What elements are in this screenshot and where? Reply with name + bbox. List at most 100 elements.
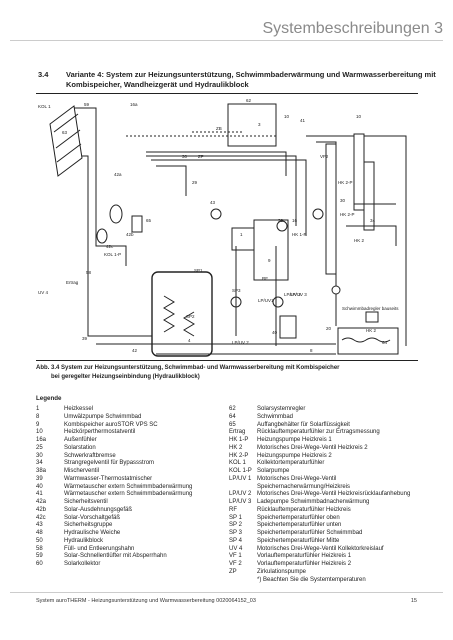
label-lpuv2: LP/UV 2	[284, 292, 301, 297]
legend-key: LP/UV 1	[229, 475, 252, 482]
label-kol1: KOL 1	[38, 104, 51, 109]
figure-top-rule	[36, 93, 418, 94]
label-9: 9	[268, 258, 271, 263]
legend-key: 42b	[36, 506, 47, 513]
legend-value: Motorisches Drei-Wege-Ventil Heizkreis 2	[257, 444, 368, 451]
legend-key: VF 1	[229, 553, 242, 560]
legend-key: 59	[36, 553, 43, 560]
hydraulic-system-diagram: KOL 1 59 16a 62 3 ZB 63 10 10 41 VF2 30 …	[38, 98, 407, 357]
legend-title: Legende	[36, 395, 62, 402]
legend-value: Rücklauftemperaturfühler zur Ertragsmess…	[257, 429, 380, 436]
legend-value: Sicherheitsgruppe	[64, 522, 113, 529]
legend-value: Vorlauftemperaturfühler Heizkreis 2	[257, 561, 352, 567]
legend-key: 39	[36, 475, 43, 482]
legend-value: Ladepumpe Schwimmbadnacherwärmung	[257, 499, 370, 505]
label-59: 59	[84, 102, 90, 107]
legend-item: 39 Warmwasser-Thermostatmischer	[36, 476, 192, 484]
legend-value: Speichertemperaturfühler oben	[257, 514, 340, 521]
label-lpuv3: LP/UV 3	[290, 292, 307, 297]
label-30b: 30	[340, 198, 346, 203]
label-sp3: SP3	[232, 288, 241, 293]
boiler-box	[231, 227, 255, 251]
label-hk2p: HK 2-P	[338, 180, 353, 185]
legend-key: VF 2	[229, 561, 242, 567]
caption-line-2: bei geregelter Heizungseinbindung (Hydra…	[51, 374, 200, 380]
legend-key: 34	[36, 460, 43, 467]
legend-value: Solar-Schnellentlüfter mit Absperrhahn	[64, 553, 167, 560]
label-schwimm: Schwimmbadregler bauseits	[342, 306, 399, 311]
legend-value: Motorisches Drei-Wege-Ventil	[257, 475, 337, 482]
legend-value: Schwerkraftbremse	[64, 452, 116, 459]
legend-key: 64	[229, 413, 236, 420]
legend-key: 42a	[36, 499, 47, 505]
label-64: 64	[382, 340, 388, 345]
legend-key: 25	[36, 444, 43, 451]
legend-key: 38a	[36, 468, 47, 474]
legend-key	[229, 484, 257, 492]
legend-item: 64 Schwimmbad	[229, 414, 410, 422]
radiator-3	[363, 161, 375, 231]
radiator-2	[353, 133, 365, 211]
label-42c: 42c	[106, 244, 114, 249]
legend-value: Heizungspumpe Heizkreis 2	[257, 452, 332, 459]
label-vf2: VF2	[320, 154, 329, 159]
label-sp1: SP1	[194, 268, 203, 273]
label-zb: ZB	[216, 126, 222, 131]
legend-key: 60	[36, 561, 43, 567]
legend-value: Hydraulikblock	[64, 537, 104, 544]
label-62: 62	[246, 98, 252, 103]
legend-key: 62	[229, 406, 236, 412]
legend-value: Heizkörperthermostatventil	[64, 429, 136, 436]
legend-value: Wärmetauscher extern Schwimmbaderwärmung	[64, 491, 193, 498]
legend-item: *) Beachten Sie die Systemtemperaturen	[229, 577, 410, 585]
legend-value: Zirkulationspumpe	[257, 568, 307, 575]
section-title: Variante 4: System zur Heizungsunterstüt…	[66, 70, 436, 89]
label-rf: RF	[262, 276, 268, 281]
label-43: 43	[210, 200, 216, 205]
legend-value: Schwimmbad	[257, 413, 294, 420]
legend-value: Speichernacherwärmung/Heizkreis	[257, 483, 351, 490]
label-30c: 30	[278, 218, 284, 223]
legend-value: Warmwasser-Thermostatmischer	[64, 475, 153, 482]
legend-key: 48	[36, 530, 43, 536]
legend-key: HK 2	[229, 444, 243, 451]
label-30: 30	[182, 154, 188, 159]
legend-value: Außenfühler	[64, 437, 97, 443]
solar-collector	[49, 105, 83, 177]
label-hk2p-b: HK 2-P	[340, 212, 355, 217]
legend-value: Speichertemperaturfühler Schwimmbad	[257, 530, 363, 536]
legend-key: UV 4	[229, 545, 243, 552]
legend-value: Heizungspumpe Heizkreis 1	[257, 437, 332, 443]
footer-divider	[10, 592, 443, 593]
label-4: 4	[188, 338, 191, 343]
label-sp2: SP2	[186, 314, 195, 319]
legend-value: Wärmetauscher extern Schwimmbaderwärmung	[64, 483, 193, 490]
legend-value: Rücklauftemperaturfühler Heizkreis	[257, 506, 351, 513]
legend-item: VF 2 Vorlauftemperaturfühler Heizkreis 2	[229, 561, 410, 569]
legend-key: KOL 1-P	[229, 468, 252, 474]
